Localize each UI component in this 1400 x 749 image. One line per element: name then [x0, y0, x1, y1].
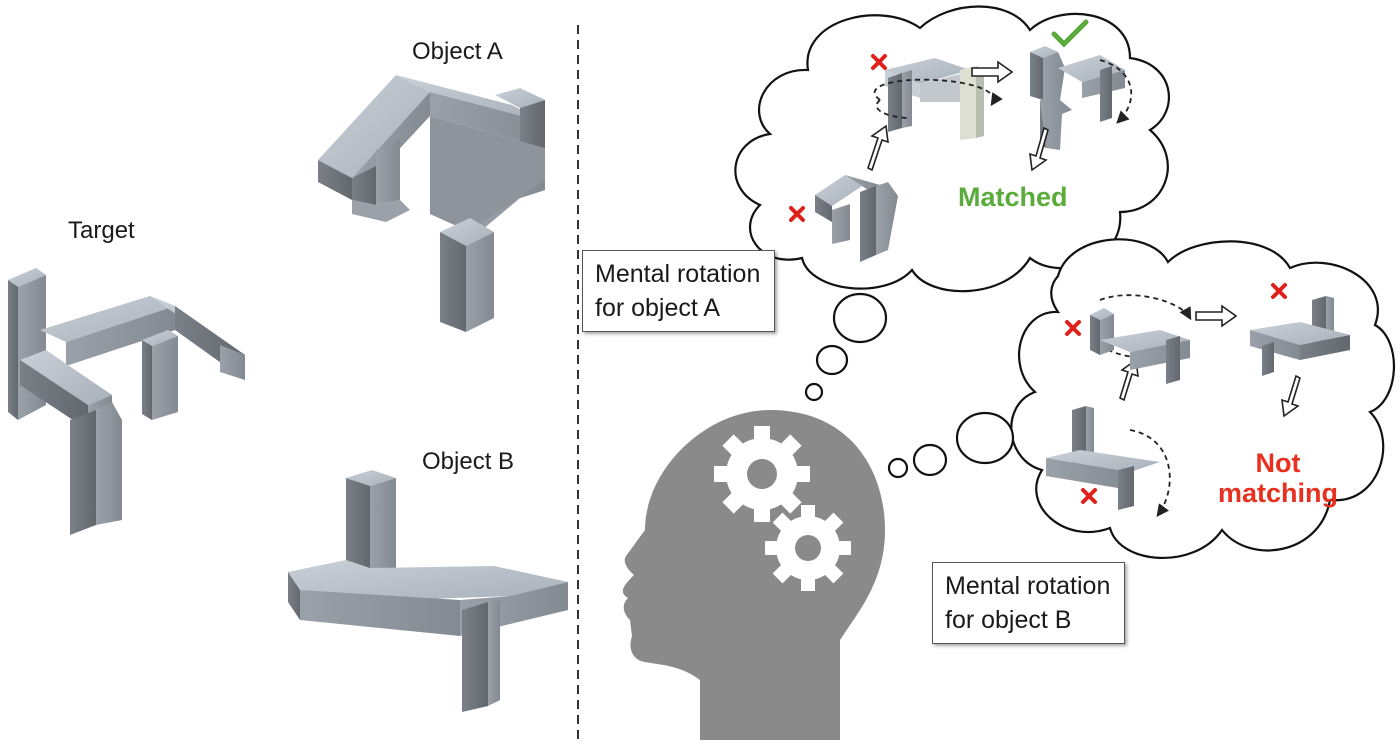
- not-matching-label: Not matching: [1208, 448, 1348, 508]
- target-object: [8, 268, 245, 535]
- cloud-b-step-not-matching: [1250, 296, 1350, 376]
- hollow-arrow-icon: [867, 60, 1301, 418]
- callout-a-line2: for object A: [595, 294, 721, 322]
- check-icon: [1051, 19, 1089, 48]
- thought-bubbles-a: [804, 292, 888, 402]
- cloud-b-step-rotated: [1090, 308, 1190, 384]
- gear-icon: [765, 505, 851, 591]
- object-a-shape: [318, 75, 545, 332]
- matched-label: Matched: [958, 182, 1068, 212]
- callout-b-line2: for object B: [945, 606, 1072, 634]
- callout-a-line1: Mental rotation: [595, 260, 761, 288]
- cross-icon: [789, 54, 1287, 504]
- thought-cloud-b: [1010, 238, 1395, 560]
- cloud-b-step-original: [1046, 406, 1160, 510]
- cloud-a-step-rotated: [885, 58, 984, 140]
- callout-b-line1: Mental rotation: [945, 572, 1111, 600]
- callout-object-b: Mental rotation for object B: [932, 562, 1126, 644]
- cloud-a-step-matched: [1030, 46, 1125, 150]
- cloud-a-step-original: [815, 175, 898, 262]
- not-matching-line2: matching: [1217, 478, 1338, 508]
- not-matching-line1: Not: [1255, 448, 1301, 478]
- object-a-label: Object A: [412, 38, 503, 65]
- object-b-label: Object B: [422, 448, 515, 475]
- callout-object-a: Mental rotation for object A: [582, 250, 776, 332]
- object-b-shape: [288, 470, 568, 712]
- thought-bubbles-b: [887, 411, 1015, 479]
- target-label: Target: [68, 217, 135, 244]
- gear-icon: [714, 426, 810, 522]
- head-with-gears-icon: [622, 410, 885, 740]
